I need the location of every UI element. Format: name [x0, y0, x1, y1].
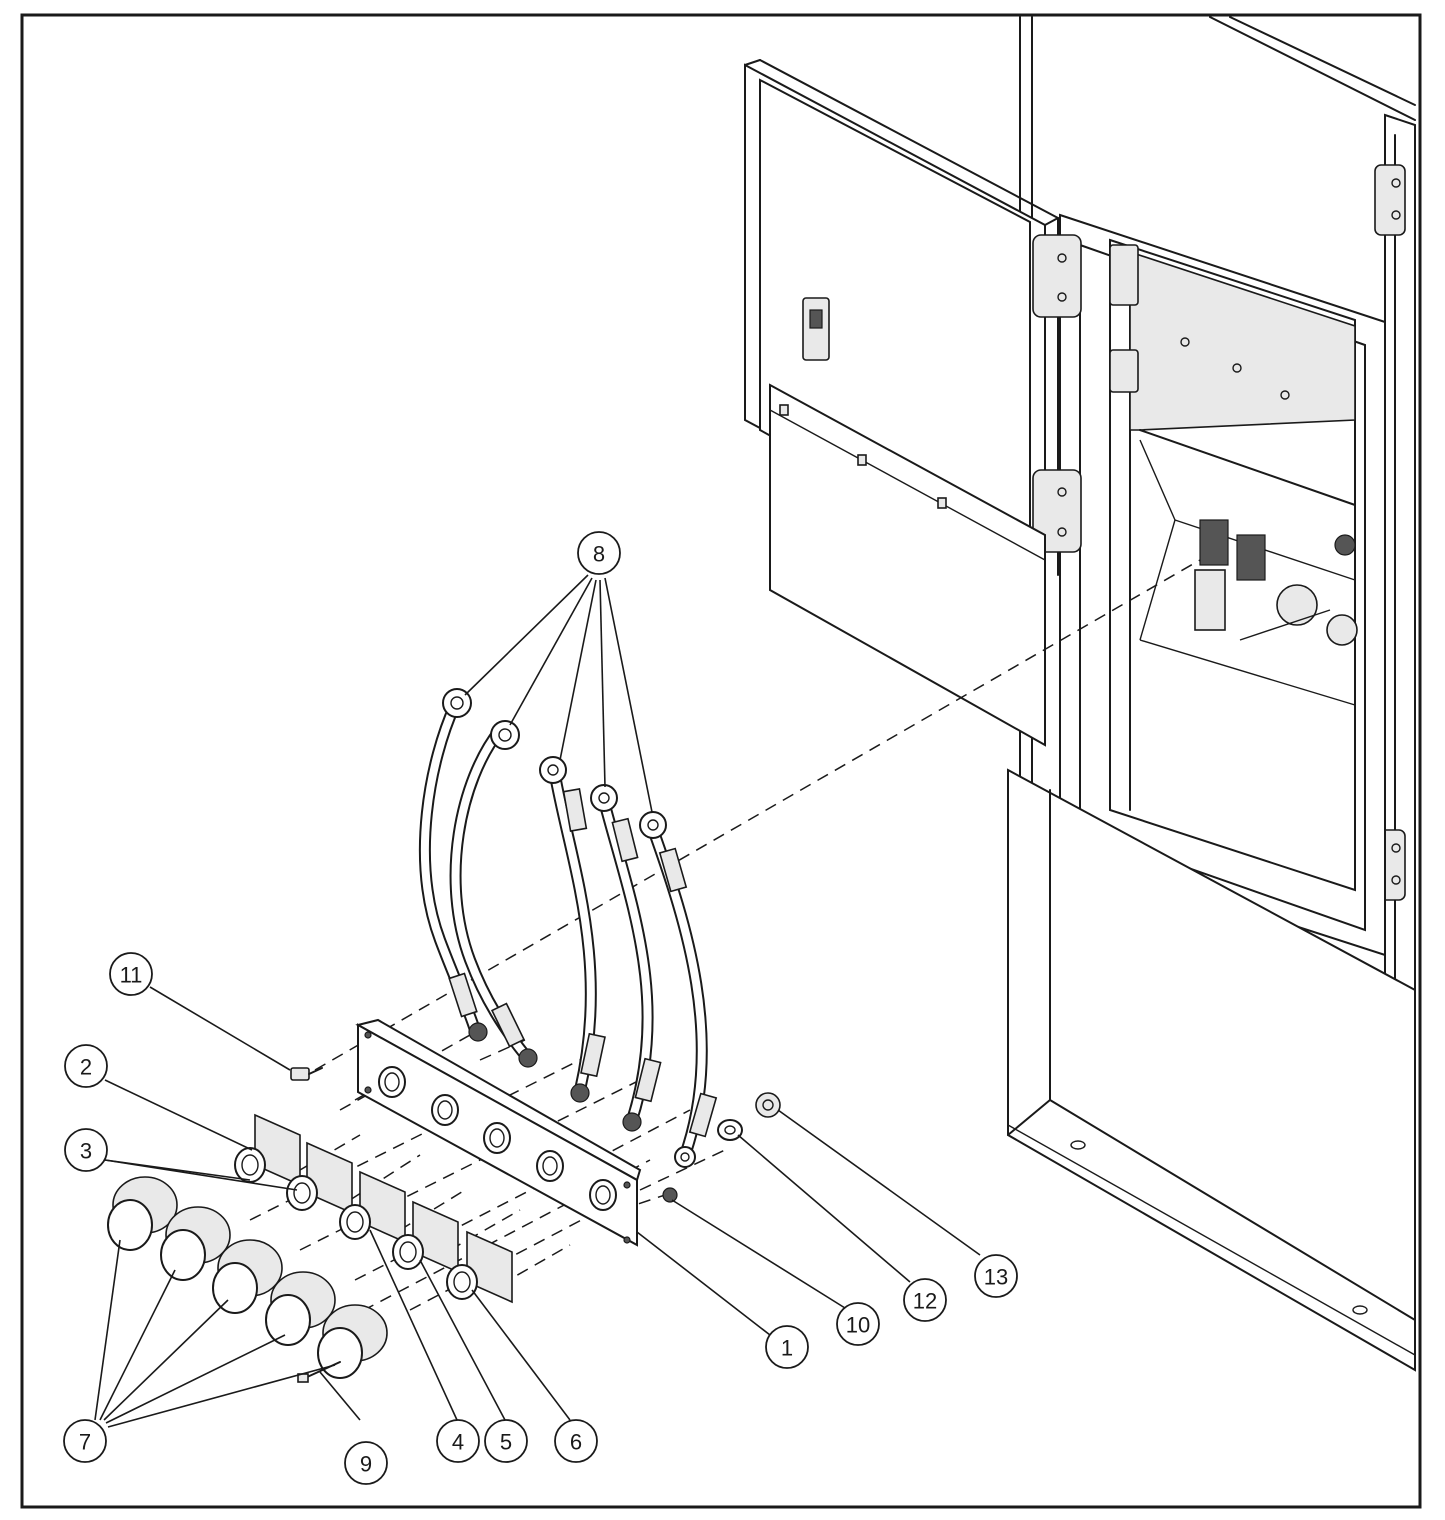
latch-icon [802, 297, 830, 361]
callout-label: 8 [593, 542, 605, 567]
terminal-caps [107, 1176, 388, 1379]
callout-label: 12 [913, 1289, 937, 1314]
battery-cables [418, 688, 718, 1168]
callout-balloon-13: 13 [974, 1254, 1018, 1298]
callout-label: 9 [360, 1452, 372, 1477]
hinge-icon [1032, 234, 1082, 318]
callout-label: 7 [79, 1430, 91, 1455]
terminal-cap-icon [160, 1206, 231, 1281]
terminal-post-icon [234, 1113, 301, 1187]
callout-balloon-2: 2 [64, 1044, 108, 1088]
ring-lug-icon [490, 720, 520, 750]
cabinet [1007, 16, 1416, 1372]
callout-label: 4 [452, 1430, 464, 1455]
leader-lines [94, 574, 981, 1428]
callout-balloon-4: 4 [436, 1419, 480, 1463]
ring-lug-icon [442, 688, 472, 718]
hex-nut-icon [755, 1092, 781, 1118]
callout-label: 1 [781, 1336, 793, 1361]
callout-balloon-11: 11 [109, 952, 153, 996]
callout-label: 3 [80, 1139, 92, 1164]
nut-icon [662, 1187, 678, 1203]
callouts: 1 2 3 4 5 6 7 8 [63, 531, 1018, 1485]
terminal-post-icon [339, 1170, 406, 1244]
callout-label: 5 [500, 1430, 512, 1455]
callout-balloon-9: 9 [344, 1441, 388, 1485]
mounting-plate [355, 1018, 642, 1247]
callout-label: 6 [570, 1430, 582, 1455]
terminal-posts [234, 1113, 513, 1304]
callout-balloon-6: 6 [554, 1419, 598, 1463]
callout-balloon-8: 8 [577, 531, 621, 575]
callout-label: 2 [80, 1055, 92, 1080]
drawing-border [20, 13, 1422, 1509]
terminal-cap-icon [317, 1304, 388, 1379]
terminal-cap-icon [107, 1176, 178, 1251]
access-door [744, 59, 1082, 747]
callout-balloon-1: 1 [765, 1325, 809, 1369]
terminal-cap-icon [212, 1239, 283, 1314]
callout-balloon-12: 12 [903, 1278, 947, 1322]
callout-balloon-3: 3 [64, 1128, 108, 1172]
terminal-post-icon [286, 1141, 353, 1215]
ring-lug-icon [539, 756, 567, 784]
terminal-post-icon [446, 1230, 513, 1304]
ring-lug-icon [590, 784, 618, 812]
callout-label: 13 [984, 1265, 1008, 1290]
callout-balloon-5: 5 [484, 1419, 528, 1463]
terminal-cap-icon [265, 1271, 336, 1346]
hardware [290, 1067, 781, 1383]
callout-balloon-7: 7 [63, 1419, 107, 1463]
callout-label: 11 [120, 963, 143, 988]
hinge-icon [1374, 164, 1406, 236]
hinge-icon [1032, 469, 1082, 553]
callout-balloon-10: 10 [836, 1302, 880, 1346]
callout-label: 10 [846, 1313, 870, 1338]
washer-icon [717, 1119, 743, 1141]
ring-lug-icon [639, 811, 667, 839]
screw-icon [290, 1067, 323, 1081]
